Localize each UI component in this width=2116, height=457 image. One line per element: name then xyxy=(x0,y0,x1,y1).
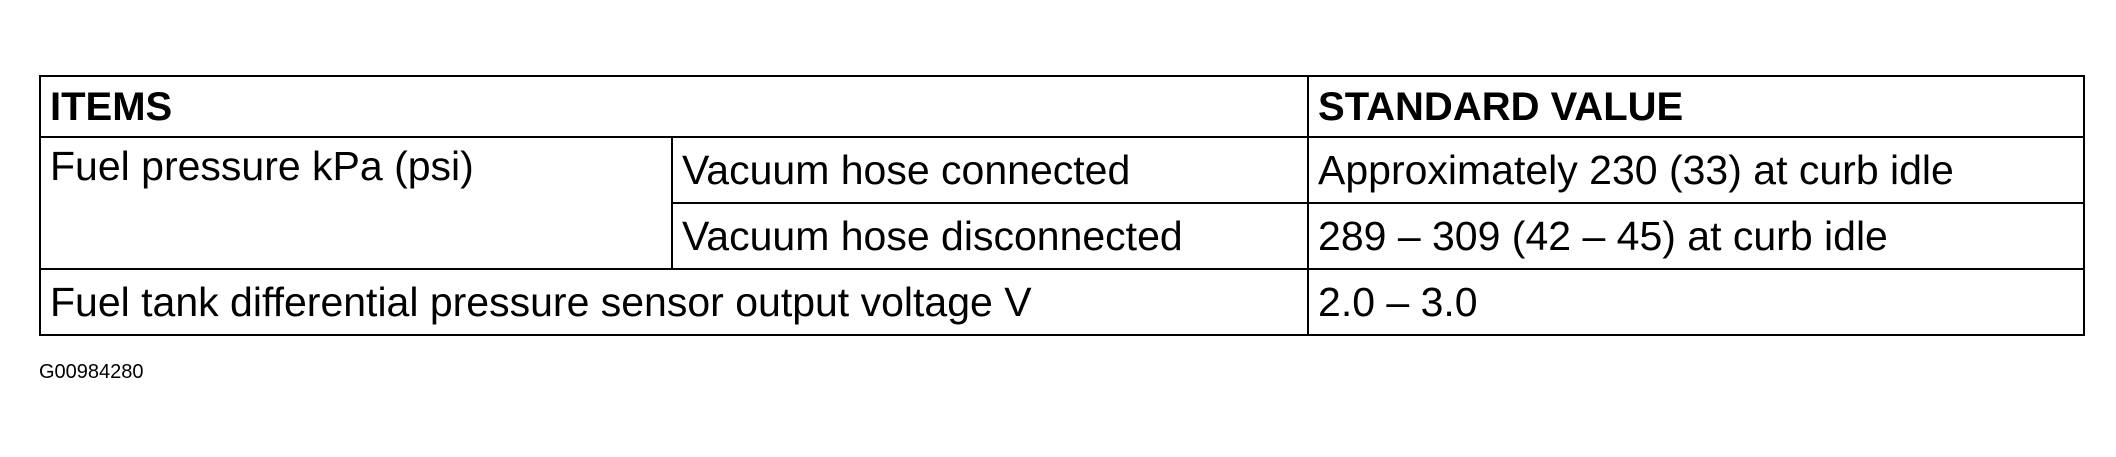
item-fuel-pressure: Fuel pressure kPa (psi) xyxy=(39,136,673,270)
value-vacuum-hose-disconnected: 289 – 309 (42 – 45) at curb idle xyxy=(1307,202,2086,270)
condition-vacuum-hose-disconnected: Vacuum hose disconnected xyxy=(670,202,1310,270)
condition-vacuum-hose-connected: Vacuum hose connected xyxy=(670,136,1310,204)
header-items: ITEMS xyxy=(38,75,1310,138)
figure-id: G00984280 xyxy=(39,361,144,383)
table-row: Vacuum hose disconnected 289 – 309 (42 –… xyxy=(40,202,2086,270)
table-header-row: ITEMS STANDARD VALUE xyxy=(38,75,2086,138)
item-fuel-tank-sensor-voltage: Fuel tank differential pressure sensor o… xyxy=(38,268,1310,336)
header-standard-value: STANDARD VALUE xyxy=(1307,75,2086,138)
value-fuel-tank-sensor-voltage: 2.0 – 3.0 xyxy=(1307,268,2086,336)
table-row: Fuel tank differential pressure sensor o… xyxy=(38,268,2086,336)
table-row: Fuel pressure kPa (psi) Vacuum hose conn… xyxy=(39,136,2086,270)
value-vacuum-hose-connected: Approximately 230 (33) at curb idle xyxy=(1307,136,2086,204)
specifications-table: ITEMS STANDARD VALUE Fuel pressure kPa (… xyxy=(38,75,2086,336)
